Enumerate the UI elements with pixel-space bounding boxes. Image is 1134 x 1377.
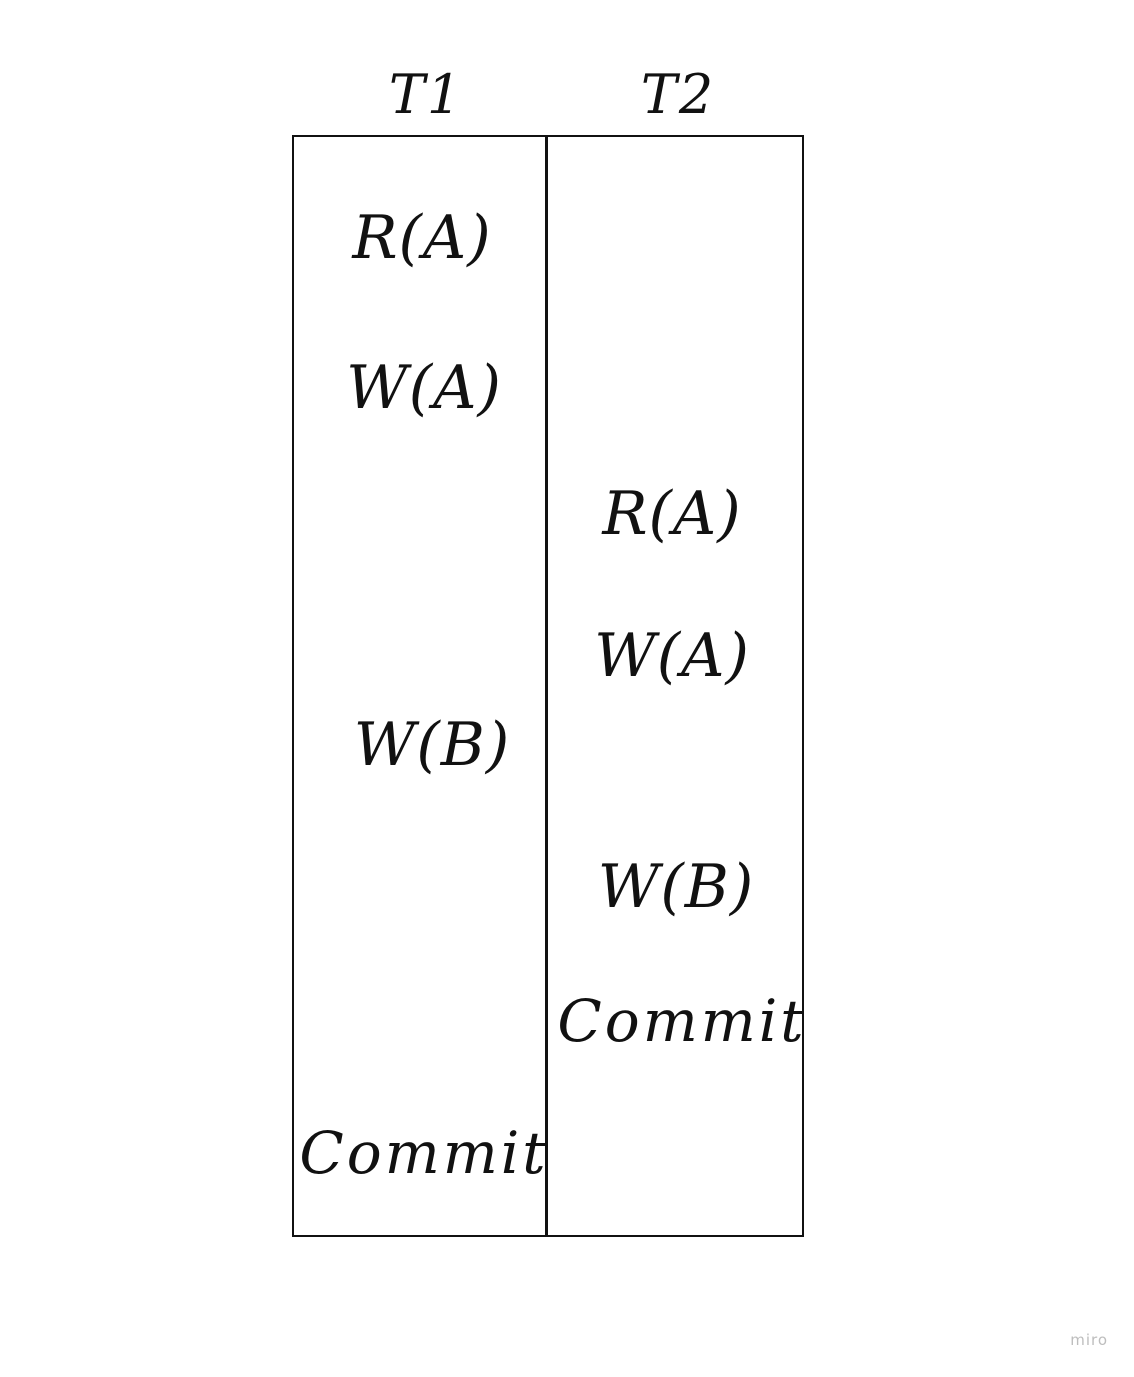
column-divider xyxy=(545,135,548,1237)
t2-operation-write-a: W(A) xyxy=(594,621,750,691)
t1-operation-write-b: W(B) xyxy=(353,710,511,780)
t1-operation-write-a: W(A) xyxy=(346,353,502,423)
miro-watermark: miro xyxy=(1070,1331,1108,1349)
t2-operation-write-b: W(B) xyxy=(597,852,755,922)
t1-operation-read-a: R(A) xyxy=(352,203,492,273)
t2-operation-commit: Commit xyxy=(557,987,807,1055)
schedule-table-frame xyxy=(292,135,804,1237)
column-header-t2: T2 xyxy=(640,63,716,126)
t2-operation-read-a: R(A) xyxy=(602,479,742,549)
column-header-t1: T1 xyxy=(388,63,464,126)
t1-operation-commit: Commit xyxy=(299,1119,549,1187)
